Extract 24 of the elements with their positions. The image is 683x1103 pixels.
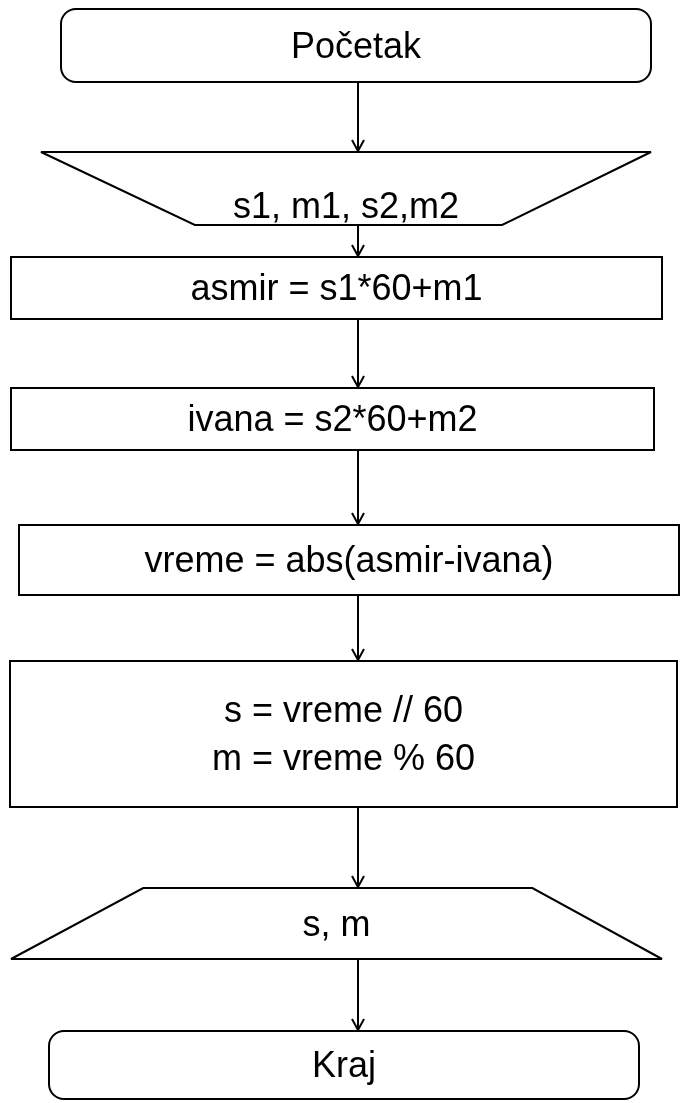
terminal-box: [48, 1030, 640, 1100]
node-text: asmir = s1*60+m1: [190, 268, 483, 308]
node-text: Kraj: [312, 1045, 376, 1085]
node-text: s = vreme // 60: [223, 690, 464, 730]
node-text: vreme = abs(asmir-ivana): [144, 540, 554, 580]
terminal-box: [60, 8, 652, 83]
arrow: [351, 225, 365, 257]
process-box: [18, 524, 680, 596]
node-text: m = vreme % 60: [211, 738, 476, 778]
arrow: [351, 807, 365, 888]
node-text: ivana = s2*60+m2: [187, 399, 478, 439]
arrow: [351, 595, 365, 661]
process-box: [10, 387, 655, 451]
process-box: [10, 256, 663, 320]
node-text: s, m: [302, 903, 371, 944]
node-text: Početak: [290, 25, 422, 66]
output-trapezoid: [10, 887, 663, 960]
input-trapezoid: [40, 151, 652, 226]
process-box: [9, 660, 678, 808]
node-text: s1, m1, s2,m2: [232, 186, 460, 226]
arrow: [351, 82, 365, 152]
arrow: [351, 959, 365, 1031]
arrow: [351, 319, 365, 388]
arrow: [351, 450, 365, 525]
